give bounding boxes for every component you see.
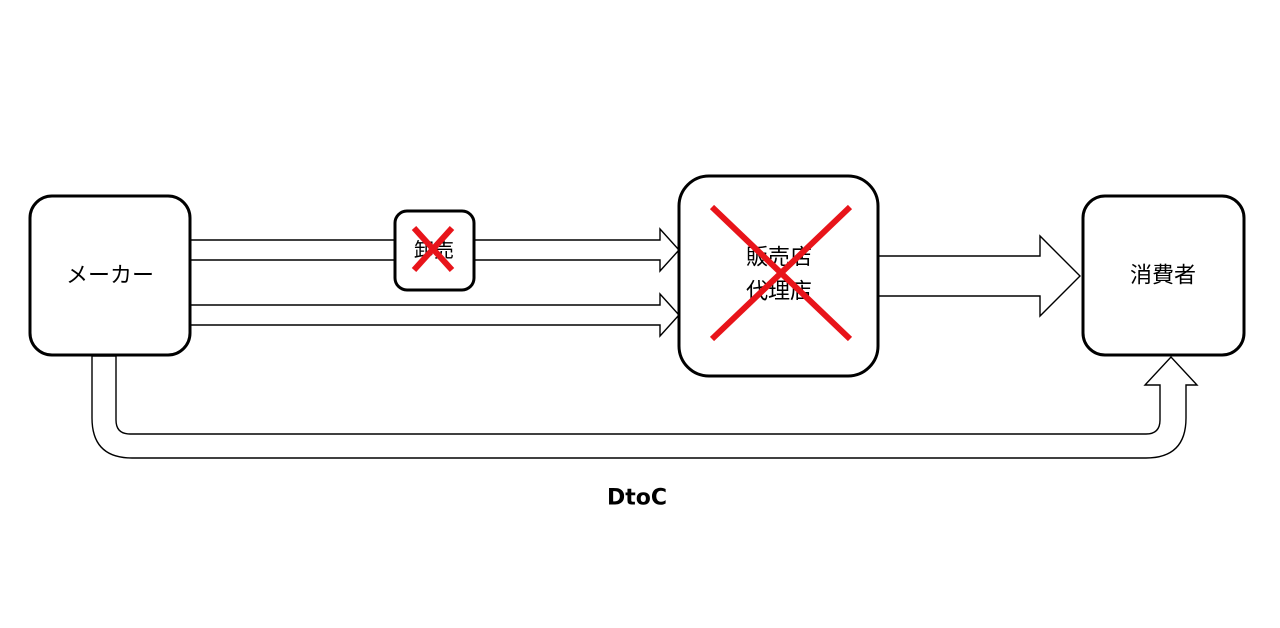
wholesale-cross-mark: [411, 225, 455, 273]
arrow-dtoc-maker-to-consumer: [91, 355, 1199, 459]
node-consumer-label: 消費者: [1130, 264, 1196, 289]
arrow-retailer-to-consumer: [877, 234, 1081, 318]
node-wholesale: 卸売: [393, 209, 476, 292]
dtoc-caption: DtoC: [607, 486, 667, 511]
node-maker-label: メーカー: [66, 264, 154, 289]
node-consumer: 消費者: [1081, 194, 1246, 357]
node-retailer-agency: 販売店 代理店: [677, 174, 880, 378]
arrow-maker-to-retailer: [189, 292, 680, 338]
retailer-cross-mark: [709, 204, 853, 342]
node-maker: メーカー: [28, 194, 192, 357]
